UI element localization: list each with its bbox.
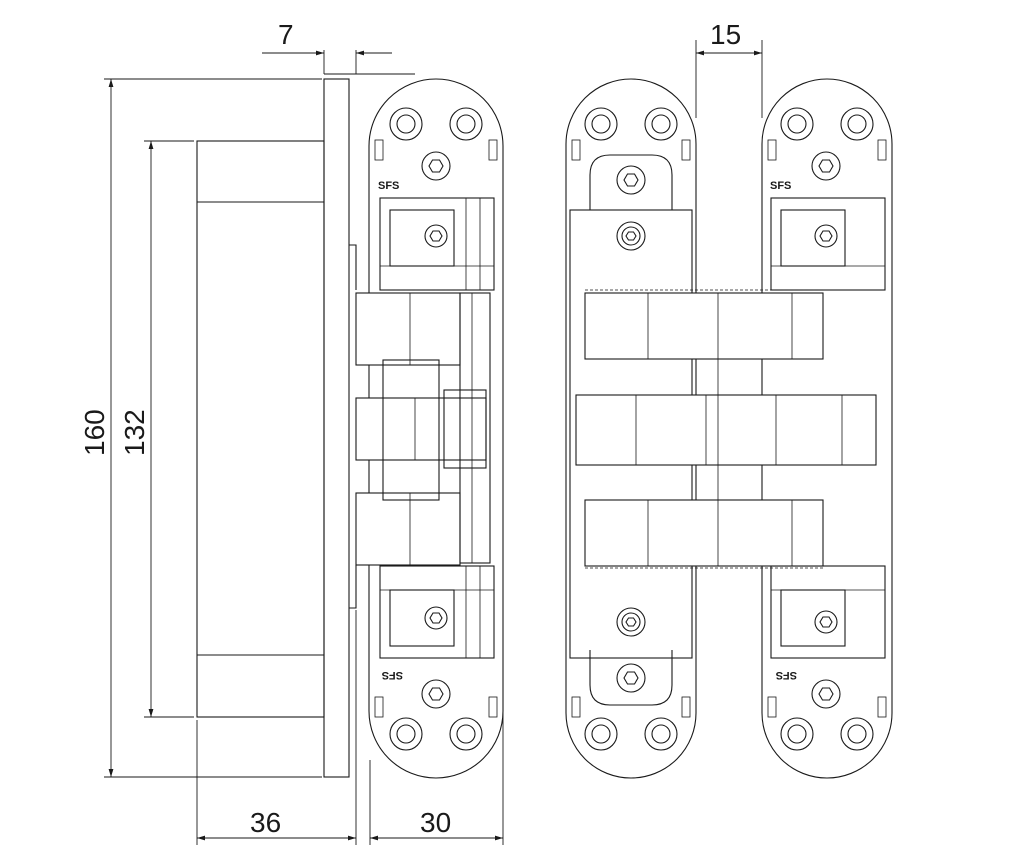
hex-socket-screw-icon bbox=[421, 151, 451, 709]
dimension-height-total: 160 bbox=[79, 409, 110, 456]
brand-logo-front-bottom: SFS bbox=[776, 669, 797, 681]
front-view: SFS SFS bbox=[565, 78, 893, 779]
dimension-width-plate: 30 bbox=[420, 807, 451, 838]
brand-logo-bottom: SFS bbox=[382, 669, 403, 681]
dimensions: 7 15 160 132 36 30 bbox=[79, 19, 763, 845]
hinge-body-side bbox=[196, 140, 325, 718]
dimension-top-right: 15 bbox=[710, 19, 741, 50]
dimension-top-left: 7 bbox=[278, 19, 294, 50]
hex-socket-screw-icon bbox=[616, 151, 841, 709]
mounting-plate-side bbox=[323, 78, 350, 778]
brand-logo-top: SFS bbox=[378, 180, 399, 192]
dimension-depth-body: 36 bbox=[250, 807, 281, 838]
dimension-height-inner: 132 bbox=[119, 409, 150, 456]
mounting-hole-icon bbox=[389, 107, 483, 751]
plate-view-left: SFS SFS bbox=[355, 78, 504, 779]
brand-logo-front-top: SFS bbox=[770, 180, 791, 192]
mounting-hole-icon bbox=[584, 107, 874, 751]
side-view bbox=[196, 78, 357, 778]
